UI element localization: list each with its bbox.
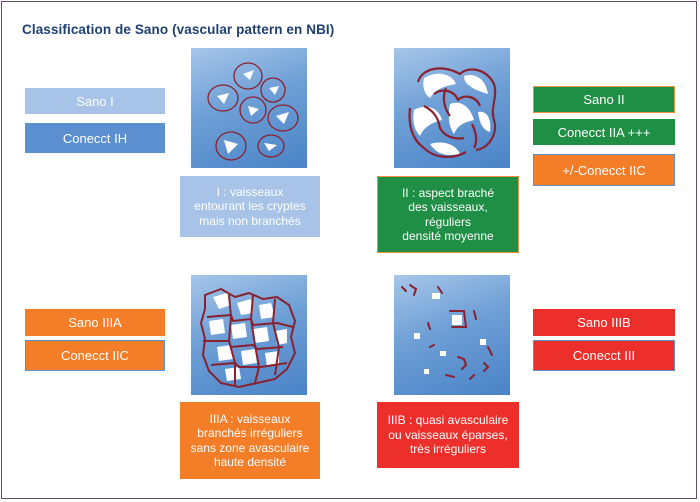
- avascular-pattern-illustration: [401, 284, 493, 380]
- label-conecct-ih: Conecct IH: [25, 123, 165, 153]
- label-sano-iiib: Sano IIIB: [533, 309, 675, 336]
- nbi-image-sano-i: [191, 48, 307, 168]
- irregular-branched-vessel-illustration: [200, 288, 296, 388]
- nbi-image-sano-iiib: [394, 275, 510, 395]
- label-sano-i: Sano I: [25, 88, 165, 114]
- crypt-pattern-illustration: [207, 62, 299, 161]
- description-sano-iiib: IIIB : quasi avasculaire ou vaisseaux ép…: [377, 402, 519, 468]
- label-conecct-iii: Conecct III: [533, 340, 675, 371]
- label-sano-iiia: Sano IIIA: [25, 309, 165, 336]
- description-sano-i: I : vaisseaux entourant les cryptes mais…: [180, 176, 320, 237]
- description-sano-iiia: IIIA : vaisseaux branchés irréguliers sa…: [180, 402, 320, 479]
- branched-vessel-illustration: [408, 67, 497, 158]
- description-sano-ii: II : aspect braché des vaisseaux, réguli…: [377, 176, 519, 253]
- label-conecct-iic-plus-minus: +/-Conecct IIC: [533, 154, 675, 186]
- nbi-image-sano-ii: [394, 48, 510, 168]
- nbi-image-sano-iiia: [191, 275, 307, 395]
- label-conecct-iia: Conecct IIA +++: [533, 119, 675, 145]
- figure-title: Classification de Sano (vascular pattern…: [22, 22, 335, 37]
- label-conecct-iic: Conecct IIC: [25, 340, 165, 371]
- label-sano-ii: Sano II: [533, 86, 675, 113]
